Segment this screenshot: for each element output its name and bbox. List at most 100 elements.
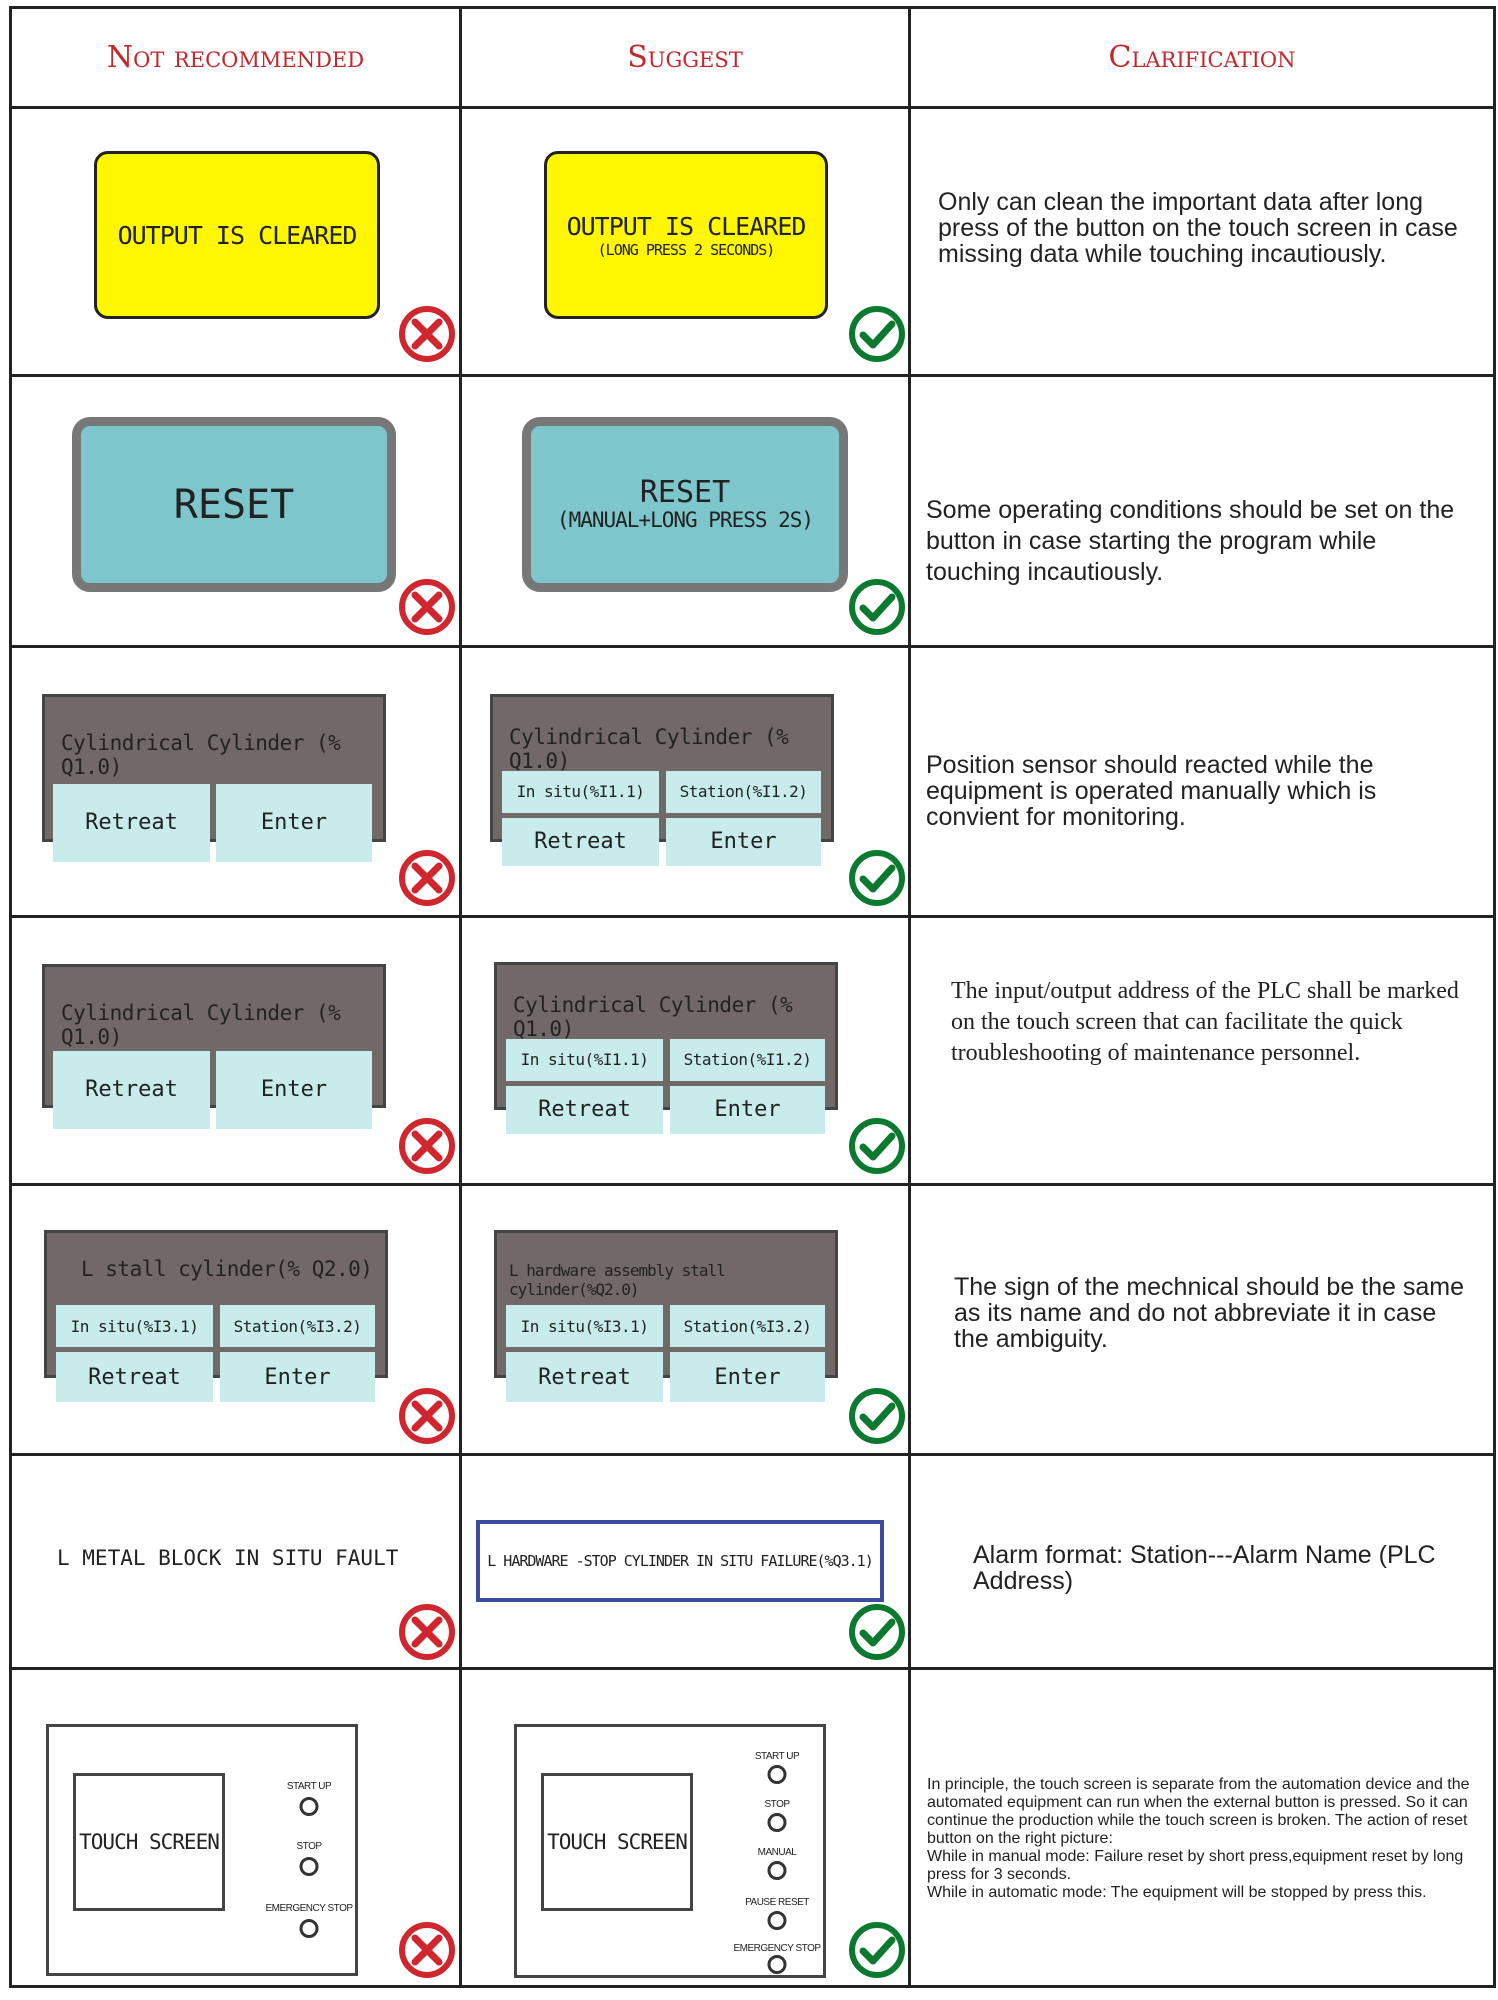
insitu-indicator: In situ(%I1.1) bbox=[502, 770, 659, 813]
button-label: RESET bbox=[639, 474, 731, 510]
good-example-cell: Cylindrical Cylinder (% Q1.0) In situ(%I… bbox=[459, 644, 911, 918]
reset-long-press-button: RESET (MANUAL+LONG PRESS 2S) bbox=[522, 417, 848, 593]
insitu-indicator: In situ(%I3.1) bbox=[506, 1305, 663, 1348]
clarification-text: The sign of the mechnical should be the … bbox=[954, 1273, 1465, 1354]
good-example-cell: Cylindrical Cylinder (% Q1.0) In situ(%I… bbox=[459, 914, 911, 1187]
button-label: RESET bbox=[173, 481, 295, 528]
cylinder-panel: L stall cylinder(% Q2.0) In situ(%I3.1) … bbox=[44, 1230, 388, 1403]
table-row: L METAL BLOCK IN SITU FAULT L HARDWARE -… bbox=[9, 1453, 1496, 1670]
clarification-cell: The input/output address of the PLC shal… bbox=[908, 914, 1496, 1187]
button-label: EMERGENCY STOP bbox=[733, 1942, 821, 1954]
station-indicator: Station(%I3.2) bbox=[670, 1305, 825, 1348]
button-label: OUTPUT IS CLEARED bbox=[566, 211, 807, 241]
good-example-cell: TOUCH SCREEN START UP STOP MANUAL PAUSE … bbox=[459, 1666, 911, 1989]
enter-button: Enter bbox=[216, 1050, 372, 1129]
good-example-cell: OUTPUT IS CLEARED (LONG PRESS 2 SECONDS) bbox=[459, 106, 911, 378]
enter-button: Enter bbox=[670, 1352, 825, 1403]
cylinder-panel: Cylindrical Cylinder (% Q1.0) Retreat En… bbox=[42, 963, 386, 1129]
reset-button: RESET bbox=[72, 417, 396, 593]
table-row: OUTPUT IS CLEARED OUTPUT IS CLEARED (LON… bbox=[9, 106, 1496, 378]
station-indicator: Station(%I3.2) bbox=[220, 1305, 375, 1348]
enter-button: Enter bbox=[666, 817, 821, 866]
panel-title: Cylindrical Cylinder (% Q1.0) bbox=[509, 724, 789, 773]
clarification-cell: Alarm format: Station---Alarm Name (PLC … bbox=[908, 1453, 1496, 1670]
cross-icon bbox=[397, 304, 457, 364]
emergency-stop-button-icon bbox=[767, 1954, 787, 1974]
table-row: RESET RESET (MANUAL+LONG PRESS 2S) Some … bbox=[9, 374, 1496, 648]
header-clarification: Clarification bbox=[908, 5, 1496, 110]
cross-icon bbox=[397, 1116, 457, 1176]
button-sublabel: (LONG PRESS 2 SECONDS) bbox=[597, 240, 776, 259]
stop-button-icon bbox=[299, 1856, 319, 1876]
emergency-stop-button-icon bbox=[299, 1918, 319, 1938]
retreat-button: Retreat bbox=[53, 783, 210, 862]
insitu-indicator: In situ(%I1.1) bbox=[506, 1038, 663, 1081]
bad-example-cell: OUTPUT IS CLEARED bbox=[9, 106, 462, 378]
bad-example-cell: TOUCH SCREEN START UP STOP EMERGENCY STO… bbox=[9, 1666, 462, 1989]
device-panel: TOUCH SCREEN START UP STOP EMERGENCY STO… bbox=[46, 1723, 358, 1976]
alarm-message: L METAL BLOCK IN SITU FAULT bbox=[57, 1546, 399, 1571]
enter-button: Enter bbox=[220, 1352, 375, 1403]
button-sublabel: (MANUAL+LONG PRESS 2S) bbox=[556, 507, 814, 532]
cross-icon bbox=[397, 1386, 457, 1446]
check-icon bbox=[847, 304, 907, 364]
cylinder-panel: Cylindrical Cylinder (% Q1.0) In situ(%I… bbox=[494, 961, 838, 1134]
cross-icon bbox=[397, 1602, 457, 1662]
button-label: START UP bbox=[754, 1750, 800, 1762]
insitu-indicator: In situ(%I3.1) bbox=[56, 1305, 213, 1348]
bad-example-cell: L stall cylinder(% Q2.0) In situ(%I3.1) … bbox=[9, 1183, 462, 1457]
clarification-paragraph: While in automatic mode: The equipment w… bbox=[927, 1883, 1427, 1901]
retreat-button: Retreat bbox=[506, 1352, 663, 1403]
clarification-paragraph: In principle, the touch screen is separa… bbox=[927, 1775, 1470, 1847]
good-example-cell: L HARDWARE -STOP CYLINDER IN SITU FAILUR… bbox=[459, 1453, 911, 1670]
alarm-message-box: L HARDWARE -STOP CYLINDER IN SITU FAILUR… bbox=[476, 1520, 884, 1603]
button-label: START UP bbox=[286, 1780, 332, 1792]
retreat-button: Retreat bbox=[502, 817, 659, 866]
bad-example-cell: RESET bbox=[9, 374, 462, 648]
cross-icon bbox=[397, 1920, 457, 1980]
stop-button-icon bbox=[767, 1812, 787, 1832]
bad-example-cell: L METAL BLOCK IN SITU FAULT bbox=[9, 1453, 462, 1670]
table-row: Cylindrical Cylinder (% Q1.0) Retreat En… bbox=[9, 644, 1496, 918]
table-row: L stall cylinder(% Q2.0) In situ(%I3.1) … bbox=[9, 1183, 1496, 1457]
button-label: MANUAL bbox=[757, 1846, 797, 1858]
button-label: EMERGENCY STOP bbox=[265, 1902, 353, 1914]
start-button-icon bbox=[299, 1796, 319, 1816]
cylinder-panel: L hardware assembly stall cylinder(%Q2.0… bbox=[494, 1230, 838, 1403]
check-icon bbox=[847, 1386, 907, 1446]
retreat-button: Retreat bbox=[53, 1050, 210, 1129]
station-indicator: Station(%I1.2) bbox=[666, 770, 821, 813]
check-icon bbox=[847, 848, 907, 908]
bad-example-cell: Cylindrical Cylinder (% Q1.0) Retreat En… bbox=[9, 644, 462, 918]
comparison-table: Not recommended Suggest Clarification OU… bbox=[9, 5, 1496, 1989]
good-example-cell: RESET (MANUAL+LONG PRESS 2S) bbox=[459, 374, 911, 648]
panel-title: Cylindrical Cylinder (% Q1.0) bbox=[61, 730, 341, 779]
header-not-recommended: Not recommended bbox=[9, 5, 462, 110]
cross-icon bbox=[397, 577, 457, 637]
enter-button: Enter bbox=[216, 783, 372, 862]
table-row: TOUCH SCREEN START UP STOP EMERGENCY STO… bbox=[9, 1666, 1496, 1989]
enter-button: Enter bbox=[670, 1085, 825, 1134]
cylinder-panel: Cylindrical Cylinder (% Q1.0) In situ(%I… bbox=[490, 693, 834, 866]
output-cleared-long-press-button: OUTPUT IS CLEARED (LONG PRESS 2 SECONDS) bbox=[544, 151, 828, 320]
start-button-icon bbox=[767, 1764, 787, 1784]
table-row: Cylindrical Cylinder (% Q1.0) Retreat En… bbox=[9, 914, 1496, 1187]
clarification-text: Alarm format: Station---Alarm Name (PLC … bbox=[973, 1541, 1436, 1596]
panel-title: Cylindrical Cylinder (% Q1.0) bbox=[61, 1000, 341, 1049]
cross-icon bbox=[397, 848, 457, 908]
clarification-paragraph: While in manual mode: Failure reset by s… bbox=[927, 1847, 1464, 1883]
check-icon bbox=[847, 577, 907, 637]
clarification-cell: Only can clean the important data after … bbox=[908, 106, 1496, 378]
device-panel: TOUCH SCREEN START UP STOP MANUAL PAUSE … bbox=[514, 1723, 826, 1978]
touch-screen: TOUCH SCREEN bbox=[541, 1772, 693, 1911]
panel-title: Cylindrical Cylinder (% Q1.0) bbox=[513, 992, 793, 1041]
station-indicator: Station(%I1.2) bbox=[670, 1038, 825, 1081]
clarification-text: In principle, the touch screen is separa… bbox=[927, 1776, 1483, 1902]
cylinder-panel: Cylindrical Cylinder (% Q1.0) Retreat En… bbox=[42, 693, 386, 862]
clarification-text: The input/output address of the PLC shal… bbox=[951, 977, 1459, 1066]
clarification-cell: In principle, the touch screen is separa… bbox=[908, 1666, 1496, 1989]
button-label: STOP bbox=[764, 1798, 790, 1810]
button-label: STOP bbox=[296, 1840, 322, 1852]
panel-title: L hardware assembly stall cylinder(%Q2.0… bbox=[509, 1261, 726, 1300]
retreat-button: Retreat bbox=[56, 1352, 213, 1403]
